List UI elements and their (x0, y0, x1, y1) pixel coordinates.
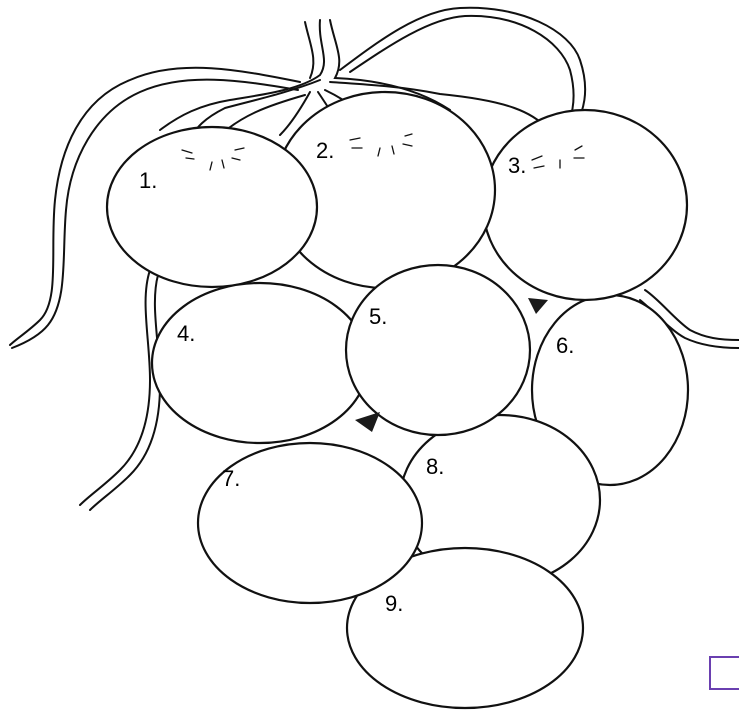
berry-3 (483, 110, 687, 300)
label-3: 3. (508, 155, 526, 177)
label-1: 1. (139, 170, 157, 192)
label-5: 5. (369, 306, 387, 328)
berry-4 (152, 283, 368, 443)
corner-box (709, 656, 739, 690)
label-9: 9. (385, 593, 403, 615)
label-4: 4. (177, 323, 195, 345)
berry-1 (107, 127, 317, 287)
berry-5 (346, 265, 530, 435)
label-6: 6. (556, 335, 574, 357)
label-2: 2. (316, 140, 334, 162)
label-8: 8. (426, 456, 444, 478)
label-7: 7. (222, 468, 240, 490)
